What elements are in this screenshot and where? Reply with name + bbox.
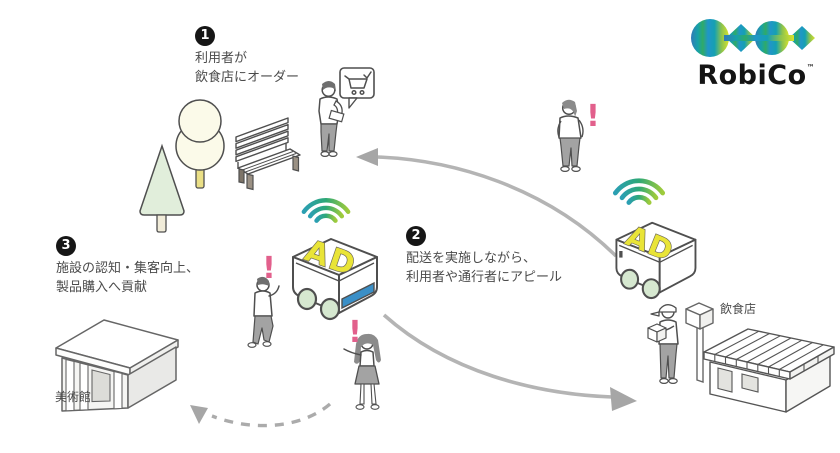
trademark-symbol: ™ (806, 63, 815, 72)
step-1: 1 利用者が 飲食店にオーダー (195, 26, 299, 88)
person-passerby-woman (343, 333, 381, 410)
step-2-line-1: 配送を実施しながら、 (406, 251, 537, 266)
robico-logo: RobiCo™ (688, 16, 824, 89)
step-3-line-1: 施設の認知・集客向上、 (56, 261, 200, 276)
step-3: 3 施設の認知・集客向上、 製品購入へ貢献 (56, 236, 199, 298)
order-speech-bubble (339, 67, 375, 109)
museum-label: 美術館 (55, 390, 92, 404)
robot-sensor-icon (619, 251, 623, 258)
step-3-line-2: 製品購入へ貢献 (56, 279, 148, 295)
exclamation-icon: ! (586, 99, 600, 134)
arrowhead-left-icon (356, 148, 378, 166)
logo-name-text: RobiCo (697, 60, 807, 91)
cap-icon (650, 304, 677, 317)
arrowhead-right-icon (610, 387, 637, 411)
person-user-ordering (318, 81, 345, 157)
person-passerby-left (247, 276, 280, 348)
robot-display-band (341, 281, 375, 310)
svg-text:!: ! (586, 99, 600, 134)
person-passerby-top (557, 99, 584, 172)
awning-stripes (714, 330, 824, 377)
step-1-number-badge: 1 (195, 26, 215, 46)
person-restaurant-worker (647, 304, 679, 384)
exclamation-icon: ! (262, 251, 276, 286)
signpost-icon (685, 302, 714, 383)
arrow-robot-to-restaurant (382, 313, 637, 411)
cone-tree-icon (139, 143, 185, 233)
exclamation-icon: ! (348, 315, 362, 350)
cart-icon (344, 71, 372, 96)
arrow-robot-to-park (356, 148, 618, 258)
step-1-line-1: 利用者が (195, 51, 248, 66)
step-2: 2 配送を実施しながら、 利用者や通行者にアピール (406, 226, 562, 288)
robot-wheel-icon (620, 268, 640, 290)
delivery-robot-right: AD (615, 219, 697, 300)
robot-wheel-icon (296, 287, 318, 311)
arrowhead-museum-icon (190, 405, 208, 424)
restaurant-building (703, 328, 835, 413)
round-tree-icon (175, 99, 225, 189)
bench-icon (235, 117, 301, 191)
restaurant-label: 飲食店 (720, 302, 757, 316)
wifi-icon (301, 198, 351, 223)
robot-wheel-icon (319, 297, 341, 321)
package-box-icon (647, 323, 667, 343)
svg-text:!: ! (348, 315, 362, 350)
step-2-line-2: 利用者や通行者にアピール (406, 269, 563, 285)
arrow-dashed-to-museum (190, 402, 332, 428)
wifi-icon (612, 178, 666, 205)
robico-logo-mark (691, 19, 815, 57)
step-1-line-2: 飲食店にオーダー (195, 69, 300, 85)
step-3-number-badge: 3 (56, 236, 76, 256)
robot-wheel-icon (641, 278, 661, 300)
logo-wordmark: RobiCo™ (688, 62, 824, 89)
museum-building (55, 319, 179, 412)
delivery-robot-central: AD (292, 233, 378, 321)
step-2-number-badge: 2 (406, 226, 426, 246)
svg-text:!: ! (262, 251, 276, 286)
